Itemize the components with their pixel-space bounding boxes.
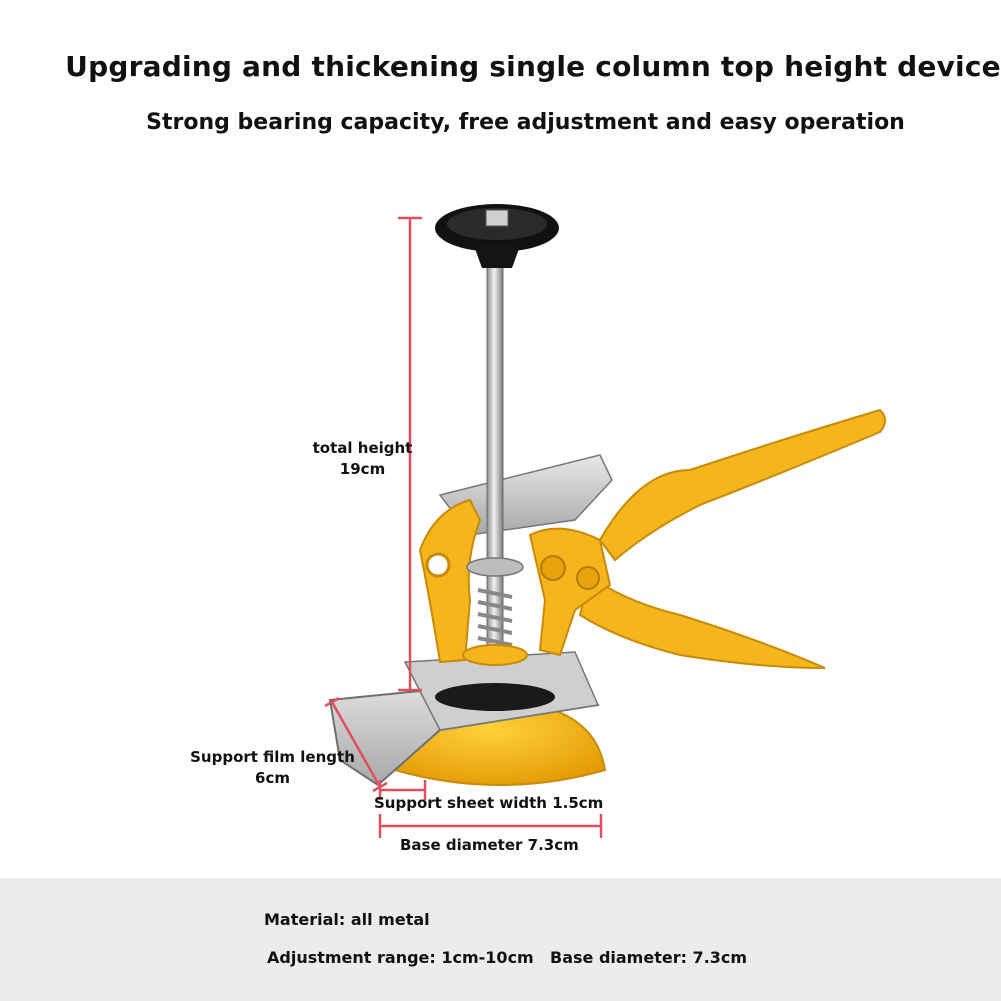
sheet-width-dimension [378, 780, 427, 800]
total-height-value: 19cm [339, 460, 386, 478]
base-diameter-dimension [378, 814, 603, 838]
lower-handle [578, 573, 826, 669]
total-height-label: total height 19cm [305, 438, 420, 480]
base-diameter-label: Base diameter 7.3cm [400, 836, 579, 854]
threaded-rod [486, 259, 504, 661]
total-height-text: total height [312, 439, 413, 457]
film-length-label: Support film length 6cm [185, 747, 360, 789]
spec-band [0, 878, 1001, 1001]
upper-handle [598, 408, 886, 562]
spring [477, 588, 513, 647]
frame-body [418, 498, 482, 664]
sheet-width-label: Support sheet width 1.5cm [374, 794, 604, 812]
page-title: Upgrading and thickening single column t… [65, 50, 1001, 83]
base-gasket [435, 683, 555, 711]
film-length-text: Support film length [190, 748, 355, 766]
spec-base-diameter: Base diameter: 7.3cm [550, 948, 748, 967]
spec-adjustment-range: Adjustment range: 1cm-10cm [267, 948, 534, 967]
height-dimension [398, 216, 422, 692]
page-subtitle: Strong bearing capacity, free adjustment… [146, 110, 905, 135]
film-length-value: 6cm [255, 769, 290, 787]
spec-material: Material: all metal [264, 910, 430, 929]
